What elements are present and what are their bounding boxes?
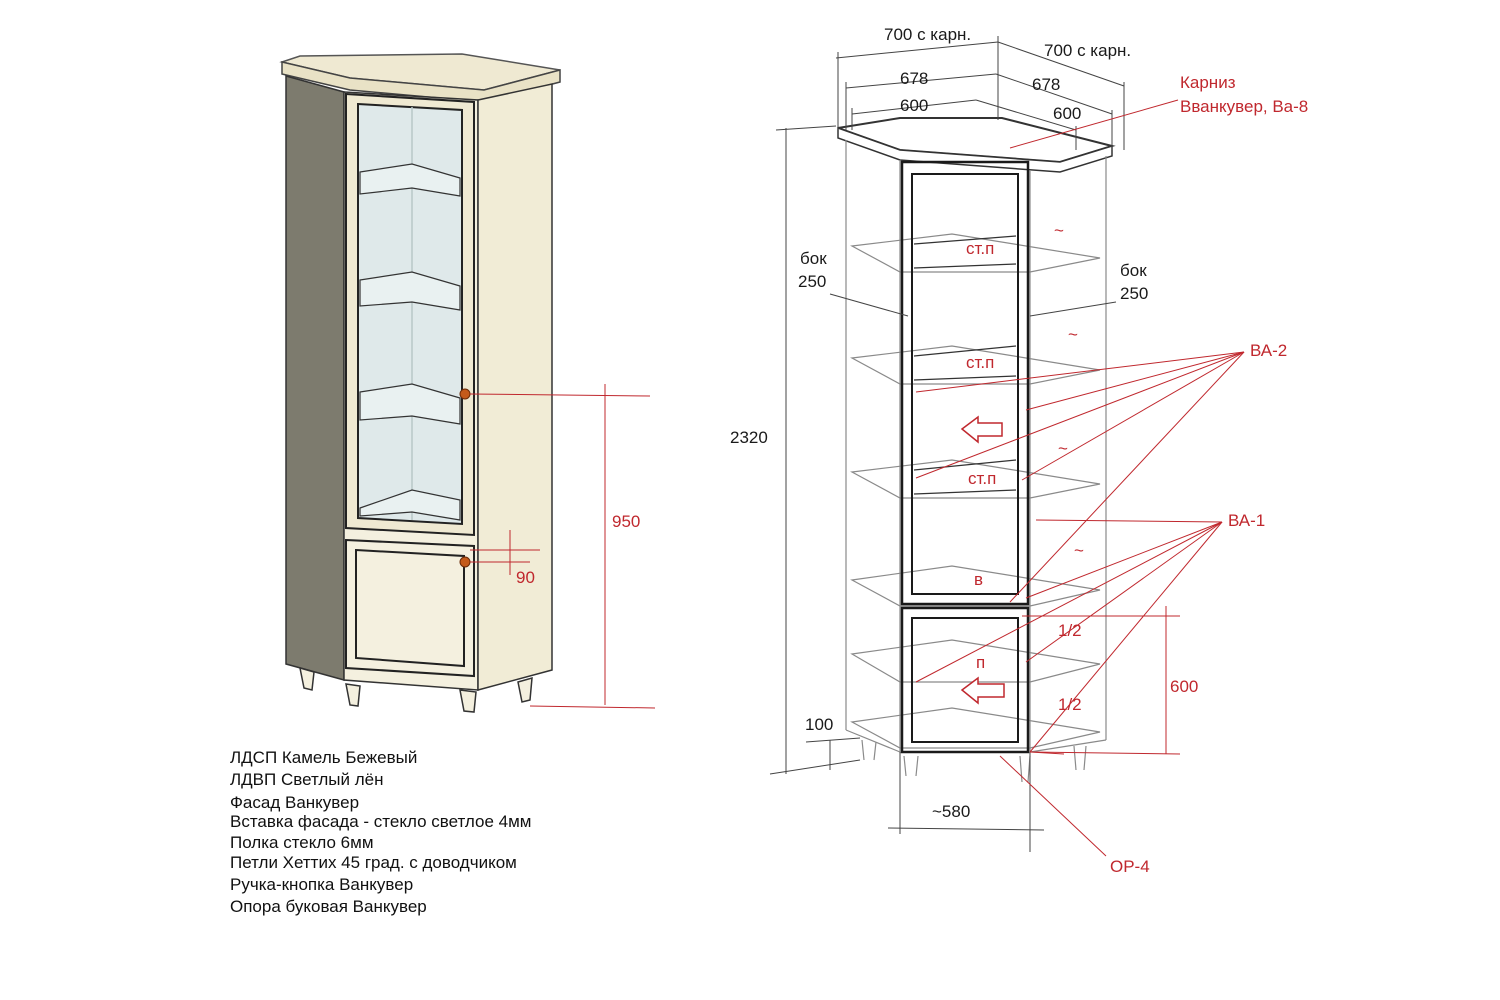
material-item: Опора буковая Ванкувер [230, 897, 427, 916]
material-item: Петли Хеттих 45 град. с доводчиком [230, 853, 517, 872]
front-width: ~580 [932, 802, 970, 821]
lower-door [345, 538, 475, 678]
arrow-left-lower [960, 676, 1005, 705]
material-item: Вставка фасада - стекло светлое 4мм [230, 812, 532, 831]
iso-90: 90 [516, 568, 535, 587]
material-item: ЛДВП Светлый лён [230, 770, 384, 789]
material-item: Фасад Ванкувер [230, 793, 360, 812]
plinth-height: 100 [805, 715, 833, 734]
ba1-label: ВА-1 [1228, 511, 1265, 530]
cornice-front [281, 61, 561, 103]
glass-shelves [359, 163, 461, 521]
shelf-glass-1: ст.п [966, 239, 994, 258]
shelf-glass-3: ст.п [968, 469, 996, 488]
width-cornice-left: 700 с карн. [884, 25, 971, 44]
dim-600-right: 600 [1053, 104, 1081, 123]
tilde-3: ~ [1058, 439, 1068, 458]
lower-handle [459, 556, 471, 568]
side-left-label: бок [800, 249, 827, 268]
shelf-b: в [974, 570, 983, 589]
tilde-2: ~ [1068, 325, 1078, 344]
height-total: 2320 [730, 428, 768, 447]
dim-678-left: 678 [900, 69, 928, 88]
shelf-p: п [976, 653, 985, 672]
wireframe-door-shelf-edges [913, 235, 1017, 495]
half-top: 1/2 [1058, 621, 1082, 640]
material-item: Ручка-кнопка Ванкувер [230, 875, 414, 894]
material-item: Полка стекло 6мм [230, 833, 374, 852]
cabinet-render [279, 53, 561, 713]
wireframe-cabinet [837, 117, 1116, 783]
legs [299, 666, 533, 713]
tilde-4: ~ [1074, 541, 1084, 560]
cabinet-side-left [285, 75, 345, 681]
bottom-600: 600 [1170, 677, 1198, 696]
material-item: ЛДСП Камель Бежевый [230, 748, 418, 767]
side-left-value: 250 [798, 272, 826, 291]
dim-678-right: 678 [1032, 75, 1060, 94]
shelf-glass-2: ст.п [966, 353, 994, 372]
dimension-lines [769, 36, 1125, 852]
upper-handle [459, 388, 471, 400]
width-cornice-right: 700 с карн. [1044, 41, 1131, 60]
dim-600-left: 600 [900, 96, 928, 115]
wireframe-doors [900, 160, 1030, 754]
cornice-label-1: Карниз [1180, 73, 1236, 92]
ba2-label: ВА-2 [1250, 341, 1287, 360]
cabinet-side-right [477, 83, 553, 691]
side-right-value: 250 [1120, 284, 1148, 303]
arrow-left-upper [960, 415, 1003, 444]
iso-height-950: 950 [612, 512, 640, 531]
cornice-label-2: Вванкувер, Ва-8 [1180, 97, 1308, 116]
iso-dimension-lines [469, 384, 656, 709]
op4-label: ОР-4 [1110, 857, 1150, 876]
side-right-label: бок [1120, 261, 1147, 280]
tilde-1: ~ [1054, 221, 1064, 240]
half-bottom: 1/2 [1058, 695, 1082, 714]
leader-lines [915, 99, 1245, 857]
